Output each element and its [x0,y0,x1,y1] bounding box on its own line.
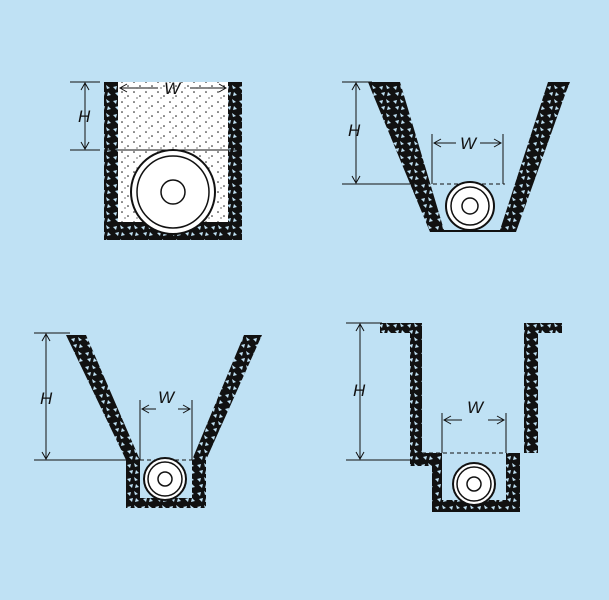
pipe [452,462,496,506]
panel-rect-backfilled: H W [70,79,242,240]
pipe [143,457,187,501]
width-dimension: W [118,79,228,98]
trench-soil [380,323,562,512]
trench-soil [66,335,262,508]
height-label: H [348,121,361,140]
height-label: H [78,107,91,126]
trench-soil [104,82,242,240]
panel-step: H W [346,322,562,512]
width-dimension: W [431,134,504,184]
height-label: H [40,389,53,408]
height-label: H [353,381,366,400]
panel-v-wide: H W [34,332,262,508]
height-dimension: H [342,81,412,185]
width-dimension: W [139,388,193,460]
width-dimension: W [441,398,507,453]
pipe [445,181,495,231]
width-label: W [164,79,182,98]
height-dimension: H [34,332,140,461]
trench-soil [368,82,570,232]
width-label: W [467,398,485,417]
panel-v-narrow: H W [342,81,570,232]
width-label: W [158,388,176,407]
height-dimension: H [346,322,422,461]
height-dimension: H [70,81,100,151]
pipe [130,149,216,235]
width-label: W [460,134,478,153]
